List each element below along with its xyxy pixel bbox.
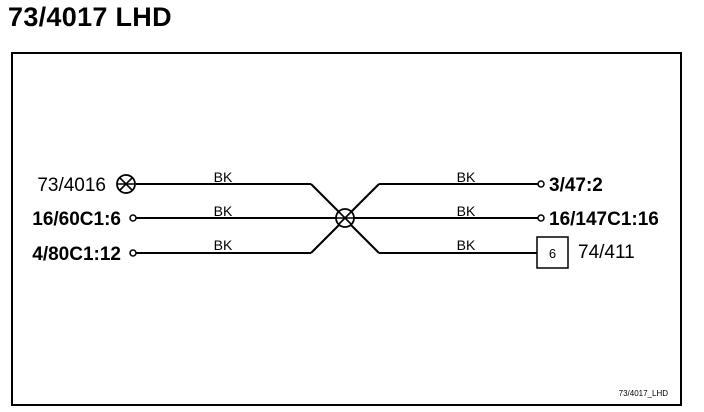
connector-number: 6 xyxy=(549,246,556,261)
central-splice-icon xyxy=(335,208,355,228)
wire-color-left-2: BK xyxy=(214,203,233,219)
wire-color-left-1: BK xyxy=(214,169,233,185)
pin-terminal-left-2-icon xyxy=(129,214,137,222)
wire-color-right-3: BK xyxy=(457,237,476,253)
splice-terminal-icon xyxy=(116,174,136,194)
connector-box-icon xyxy=(536,236,569,269)
drawing-reference: 73/4017_LHD xyxy=(619,389,669,398)
left-terminal-label-2: 16/60C1:6 xyxy=(32,209,121,230)
left-terminal-label-1: 73/4016 xyxy=(37,175,106,196)
wire-color-right-1: BK xyxy=(457,169,476,185)
wire-left-3-diag xyxy=(310,224,340,254)
wire-left-1-diag xyxy=(310,183,340,213)
wire-right-3-diag xyxy=(350,224,380,254)
pin-terminal-right-1-icon xyxy=(537,180,545,188)
left-terminal-label-3: 4/80C1:12 xyxy=(32,244,121,265)
wire-color-right-2: BK xyxy=(457,203,476,219)
right-terminal-label-2: 16/147C1:16 xyxy=(549,209,659,230)
pin-terminal-left-3-icon xyxy=(129,249,137,257)
page-title: 73/4017 LHD xyxy=(8,2,172,32)
pin-terminal-right-2-icon xyxy=(537,214,545,222)
wire-right-1-diag xyxy=(350,183,380,213)
right-terminal-label-3: 74/411 xyxy=(578,242,635,263)
wire-color-left-3: BK xyxy=(214,237,233,253)
diagram-frame xyxy=(11,52,682,406)
right-terminal-label-1: 3/47:2 xyxy=(549,175,603,196)
